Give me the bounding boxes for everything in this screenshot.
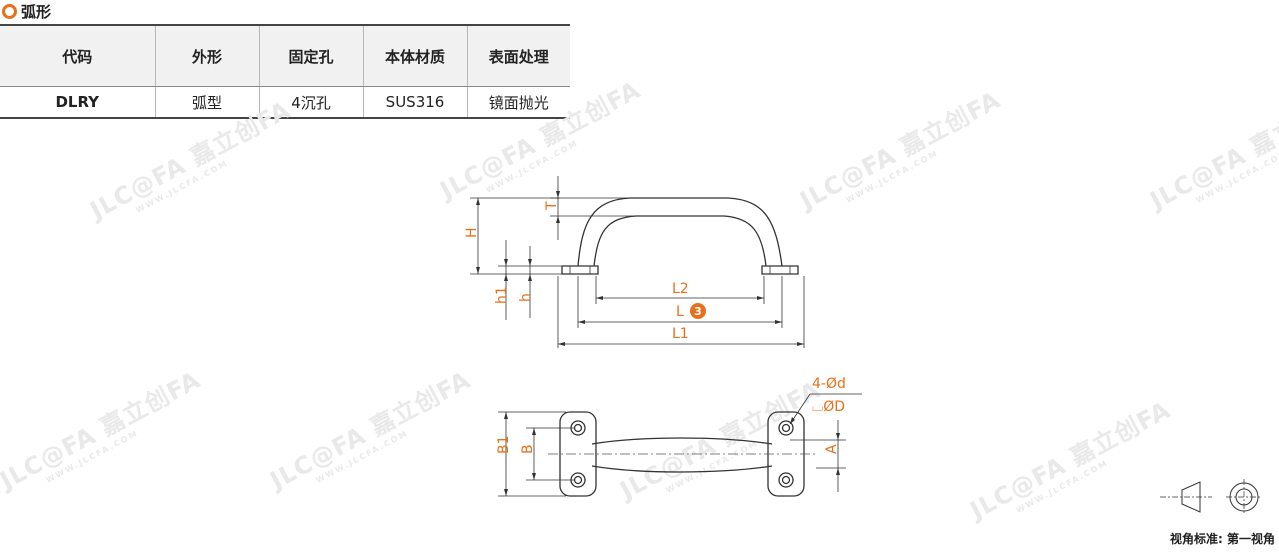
cell-mounting-hole: 4沉孔 [258, 86, 364, 119]
side-view-dimensions [470, 176, 805, 348]
table-row: DLRY 弧型 4沉孔 SUS316 镜面抛光 [0, 86, 570, 119]
top-view-dimensions [498, 393, 862, 497]
first-angle-projection-icon [1160, 479, 1262, 515]
badge-circle-icon [690, 303, 706, 319]
label-h: h [518, 293, 534, 302]
badge-number: 3 [694, 305, 702, 318]
section-title-text: 弧形 [21, 2, 52, 21]
label-B: B [520, 444, 536, 454]
cell-surface: 镜面抛光 [466, 86, 570, 119]
label-counterbore-note: ⌴ØD [812, 399, 845, 415]
label-h1: h1 [494, 286, 510, 304]
spec-table: 代码 外形 固定孔 本体材质 表面处理 DLRY 弧型 4沉孔 SUS316 镜… [0, 24, 570, 119]
label-L2: L2 [672, 281, 689, 297]
side-view [561, 197, 799, 275]
label-T: T [544, 201, 560, 211]
label-B1: B1 [496, 435, 512, 454]
header-code: 代码 [0, 24, 156, 87]
projection-standard-label: 视角标准: 第一视角 [1170, 532, 1275, 546]
label-L: L [676, 304, 684, 320]
header-surface: 表面处理 [466, 24, 570, 87]
header-shape: 外形 [154, 24, 260, 87]
side-view-arrows [476, 191, 804, 346]
header-mounting-hole: 固定孔 [258, 24, 364, 87]
circle-outline-icon [2, 3, 17, 19]
cell-shape: 弧型 [154, 86, 260, 119]
table-header-row: 代码 外形 固定孔 本体材质 表面处理 [0, 24, 570, 87]
label-A: A [824, 444, 840, 454]
label-hole-note: 4-Ød [812, 376, 846, 392]
label-H: H [464, 227, 480, 238]
label-L1: L1 [672, 326, 689, 342]
cell-code[interactable]: DLRY [0, 86, 156, 119]
section-title: 弧形 [2, 1, 51, 21]
top-view-arrows [504, 412, 840, 496]
header-material: 本体材质 [362, 24, 468, 87]
cell-material: SUS316 [362, 86, 468, 119]
